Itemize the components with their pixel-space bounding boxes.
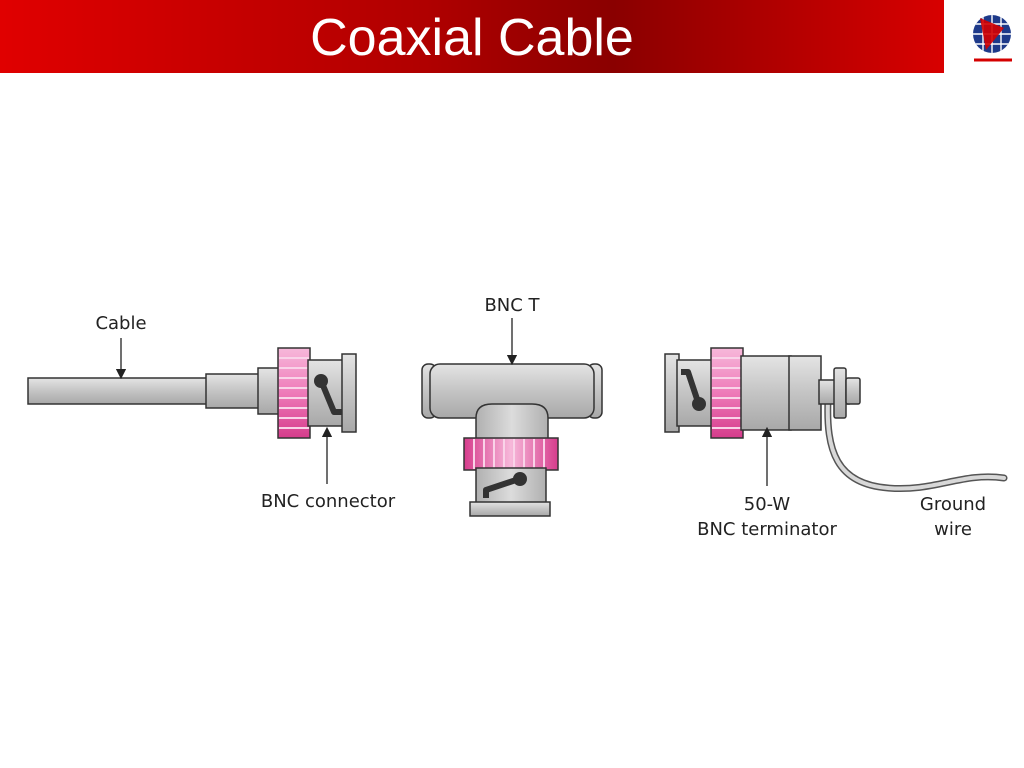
cable-label: Cable: [95, 313, 146, 334]
ground-wire-label-line2: wire: [934, 519, 972, 540]
terminator-bayonet-slot: [681, 369, 701, 403]
ground-wire-label-line1: Ground: [920, 494, 986, 515]
t-stem: [475, 403, 549, 441]
bayonet-pin: [314, 374, 328, 388]
bnc-t-label: BNC T: [484, 295, 540, 316]
terminator-label-line1: 50-W: [744, 494, 791, 515]
slide-title: Coaxial Cable: [310, 9, 634, 67]
t-bayonet-pin: [513, 472, 527, 486]
t-bayonet-slot: [483, 477, 517, 498]
terminator-bayonet-pin: [692, 397, 706, 411]
bnc-connector-label: BNC connector: [261, 491, 396, 512]
bnc-ring: [277, 347, 311, 439]
globe-logo-icon: [973, 15, 1012, 62]
t-lower-body: [475, 467, 547, 505]
t-lower-flange: [469, 501, 551, 517]
connector-neck: [257, 367, 281, 415]
terminator-lug: [833, 367, 847, 419]
ground-wire: [824, 396, 1008, 493]
bayonet-slot: [319, 381, 342, 415]
title-bar: [0, 0, 944, 73]
bnc-terminator: [664, 347, 1008, 493]
bnc-t: [421, 363, 603, 517]
terminator-label-line2: BNC terminator: [697, 519, 837, 540]
cable-with-bnc-connector: [27, 347, 357, 439]
terminator-body: [740, 355, 792, 431]
connector-flange: [341, 353, 357, 433]
cable: [27, 377, 209, 405]
terminator-tab: [845, 377, 861, 405]
cable-ferrule: [205, 373, 261, 409]
terminator-ring: [710, 347, 744, 439]
terminator-cap: [788, 355, 822, 431]
